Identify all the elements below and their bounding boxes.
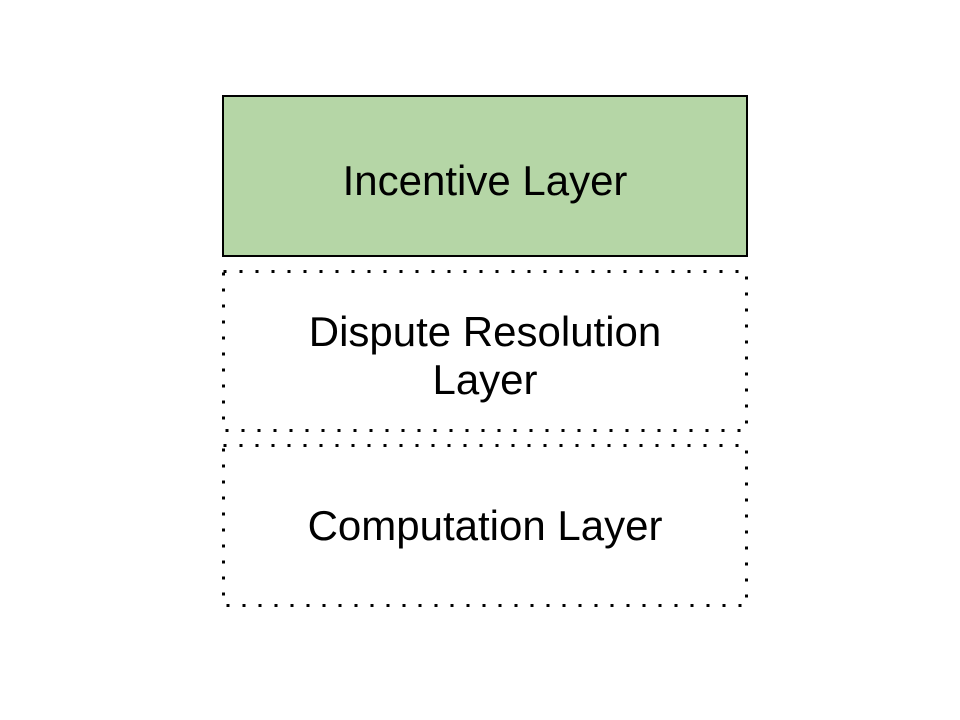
layer-label-computation: Computation Layer bbox=[307, 501, 663, 549]
layer-box-incentive: Incentive Layer bbox=[222, 95, 748, 257]
layer-box-computation: Computation Layer bbox=[222, 444, 748, 607]
layer-label-dispute-resolution: Dispute Resolution Layer bbox=[308, 308, 662, 403]
layer-label-incentive: Incentive Layer bbox=[342, 157, 628, 205]
layer-box-dispute-resolution: Dispute Resolution Layer bbox=[222, 270, 748, 432]
